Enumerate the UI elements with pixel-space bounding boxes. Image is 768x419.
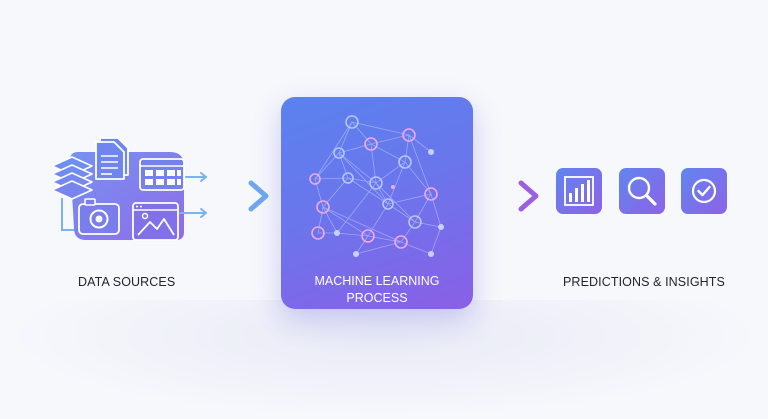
arrow-to-outputs-icon	[481, 180, 539, 212]
source-output-arrows	[179, 172, 207, 218]
layers-icon	[51, 156, 93, 200]
machine-learning-process-box: MACHINE LEARNING PROCESS	[281, 97, 473, 309]
predictions-insights-label: PREDICTIONS & INSIGHTS	[563, 275, 725, 289]
bar-chart-icon	[556, 168, 602, 214]
data-sources-cluster	[51, 137, 207, 241]
check-circle-icon	[681, 168, 727, 214]
calendar-icon	[139, 158, 185, 191]
search-icon	[619, 168, 665, 214]
background-glow	[0, 300, 768, 419]
ml-process-label: MACHINE LEARNING PROCESS	[281, 273, 473, 307]
image-icon	[132, 202, 179, 241]
network-edges	[314, 121, 442, 255]
camera-icon	[78, 198, 120, 235]
network-nodes	[309, 115, 444, 257]
arrow-to-ml-icon	[214, 180, 269, 212]
ml-process-label-line2: PROCESS	[346, 291, 408, 305]
neural-network-graphic	[309, 115, 444, 257]
data-sources-label: DATA SOURCES	[78, 275, 176, 289]
document-icon	[95, 137, 129, 180]
ml-process-label-line1: MACHINE LEARNING	[314, 274, 440, 288]
